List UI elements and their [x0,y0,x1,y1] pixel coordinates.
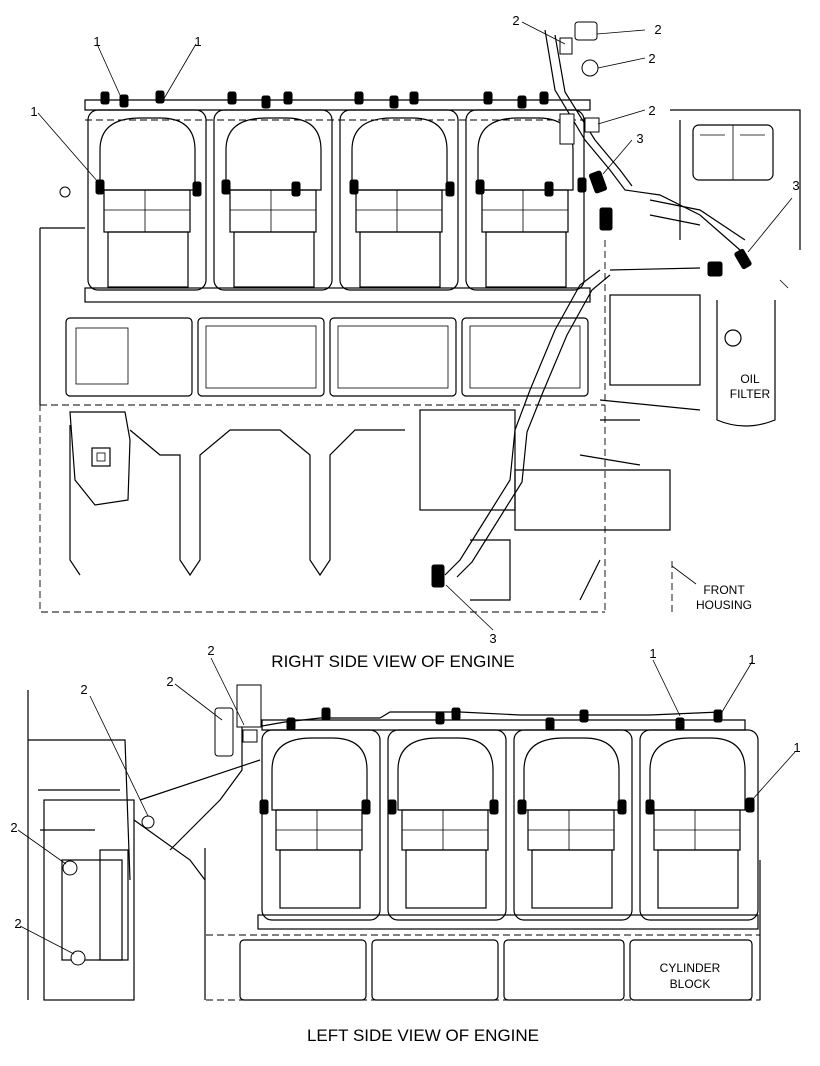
cylinder-block-label-line2: BLOCK [670,977,711,991]
right-front-components [419,294,701,601]
left-cylinder-heads [261,729,759,921]
right-accessory-pump [69,411,131,506]
right-engine-edge [39,227,85,405]
right-harness-branch [609,267,701,271]
left-side-view: CYLINDER BLOCK [10,643,800,1045]
left-side-covers: CYLINDER BLOCK [239,939,753,1001]
right-side-covers [65,317,589,397]
callout-left-1a: 1 [649,646,656,661]
callout-right-3b: 3 [792,178,799,193]
callout-left-2e: 2 [14,916,21,931]
callout-left-1b: 1 [748,652,755,667]
callout-right-2a: 2 [512,13,519,28]
right-connectors-part1 [59,90,587,198]
left-connectors-part1 [259,707,755,815]
right-view-caption: RIGHT SIDE VIEW OF ENGINE [271,652,514,671]
oil-filter-label-line1: OIL [740,372,760,386]
right-harness-upper [544,29,741,251]
oil-filter: OIL FILTER [716,300,776,427]
front-housing-label-line1: FRONT [703,583,745,597]
left-rocker-rail [261,719,746,731]
right-engine-outline [39,228,673,613]
right-head-1 [87,109,207,291]
front-housing-label-line2: HOUSING [696,598,752,612]
right-harness-lower-2 [456,274,611,578]
right-top-housing [649,109,801,250]
right-rocker-rail [84,99,591,111]
left-callouts: 2 2 2 2 2 1 1 1 [10,643,800,931]
right-harness-lower [444,269,601,576]
callout-right-2c: 2 [648,51,655,66]
left-head-base [257,914,759,930]
callout-left-2c: 2 [80,682,87,697]
right-lower-arches [129,429,405,577]
callout-right-2d: 2 [648,103,655,118]
left-view-caption: LEFT SIDE VIEW OF ENGINE [307,1026,539,1045]
callout-right-2b: 2 [654,22,661,37]
callout-right-1c: 1 [30,104,37,119]
callout-right-3a: 3 [636,131,643,146]
right-side-view: OIL FILTER [30,13,801,671]
right-lower-left [69,425,81,576]
callout-left-1c: 1 [793,740,800,755]
callout-left-2a: 2 [207,643,214,658]
callout-left-2b: 2 [166,674,173,689]
right-head-base [84,287,591,303]
right-sensors-part2 [559,21,600,145]
left-engine-sides [204,848,761,1000]
right-leader-lines [37,21,793,631]
left-leader-lines [17,657,796,955]
left-front-equipment [27,684,262,1001]
right-callouts: 1 1 1 2 2 2 2 3 3 3 [30,13,799,646]
left-head-4 [639,729,759,921]
left-head-2 [387,729,507,921]
oil-filter-label-line2: FILTER [730,387,771,401]
right-head-2 [213,109,333,291]
callout-right-3c: 3 [489,631,496,646]
left-head-1 [261,729,381,921]
callout-left-2d: 2 [10,820,17,835]
left-head-3 [513,729,633,921]
callout-right-1b: 1 [194,34,201,49]
right-cylinder-heads [87,109,585,291]
right-connectors-part3 [431,170,752,588]
left-harness [261,711,721,727]
callout-right-1a: 1 [93,34,100,49]
right-head-3 [339,109,459,291]
right-harness-upper-2 [554,34,633,187]
left-sensors-part2 [62,729,258,966]
cylinder-block-label-line1: CYLINDER [660,961,721,975]
right-head-4 [465,109,585,291]
